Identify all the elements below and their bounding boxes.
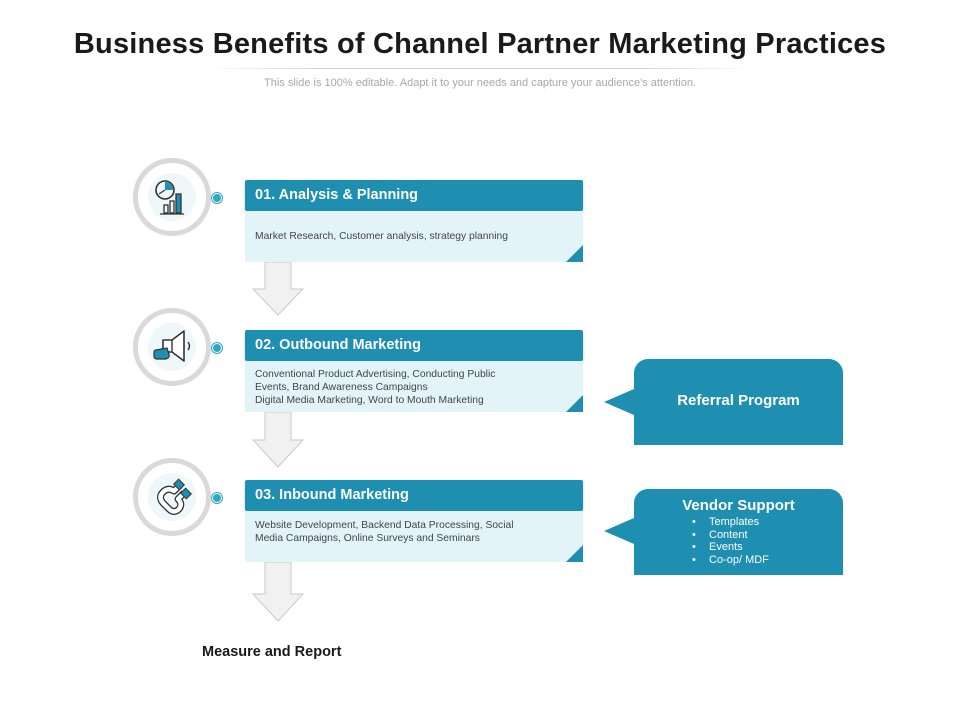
vendor-pointer	[604, 518, 634, 544]
step-2-line-1: Conventional Product Advertising, Conduc…	[255, 369, 496, 380]
down-arrow-3	[252, 562, 304, 622]
vendor-support-box: Vendor Support Templates Content Events …	[634, 489, 843, 575]
page-subtitle: This slide is 100% editable. Adapt it to…	[264, 77, 696, 89]
step-2-line-2: Events, Brand Awareness Campaigns	[255, 382, 428, 393]
step-3-header: 03. Inbound Marketing	[245, 480, 583, 511]
step-3-corner	[566, 545, 583, 562]
step-2-connector-dot	[212, 343, 222, 353]
list-item: Content	[692, 529, 843, 542]
megaphone-icon	[148, 323, 196, 371]
step-1-connector-dot	[212, 193, 222, 203]
step-1-header: 01. Analysis & Planning	[245, 180, 583, 211]
analysis-chart-icon	[148, 173, 196, 221]
vendor-support-list: Templates Content Events Co-op/ MDF	[634, 516, 843, 566]
referral-pointer	[604, 389, 634, 415]
list-item: Co-op/ MDF	[692, 554, 843, 567]
step-1-body: Market Research, Customer analysis, stra…	[245, 211, 583, 262]
referral-program-box: Referral Program	[634, 359, 843, 445]
step-3-connector-dot	[212, 493, 222, 503]
title-divider	[205, 68, 755, 69]
step-3-line-1: Website Development, Backend Data Proces…	[255, 520, 514, 531]
page-title: Business Benefits of Channel Partner Mar…	[73, 28, 887, 60]
step-2-line-3: Digital Media Marketing, Word to Mouth M…	[255, 395, 484, 406]
list-item: Templates	[692, 516, 843, 529]
step-2-header: 02. Outbound Marketing	[245, 330, 583, 361]
magnet-icon	[148, 473, 196, 521]
step-3-body: Website Development, Backend Data Proces…	[245, 511, 583, 562]
step-1-icon-circle	[133, 158, 211, 236]
referral-program-title: Referral Program	[677, 392, 800, 409]
list-item: Events	[692, 541, 843, 554]
step-2-icon-circle	[133, 308, 211, 386]
step-1-line-1: Market Research, Customer analysis, stra…	[255, 231, 508, 242]
down-arrow-1	[252, 262, 304, 316]
step-2-corner	[566, 395, 583, 412]
step-3-icon-circle	[133, 458, 211, 536]
vendor-support-title: Vendor Support	[682, 497, 795, 514]
step-1-corner	[566, 245, 583, 262]
measure-and-report-label: Measure and Report	[202, 644, 342, 660]
step-3-line-2: Media Campaigns, Online Surveys and Semi…	[255, 533, 480, 544]
down-arrow-2	[252, 412, 304, 468]
step-2-body: Conventional Product Advertising, Conduc…	[245, 361, 583, 412]
